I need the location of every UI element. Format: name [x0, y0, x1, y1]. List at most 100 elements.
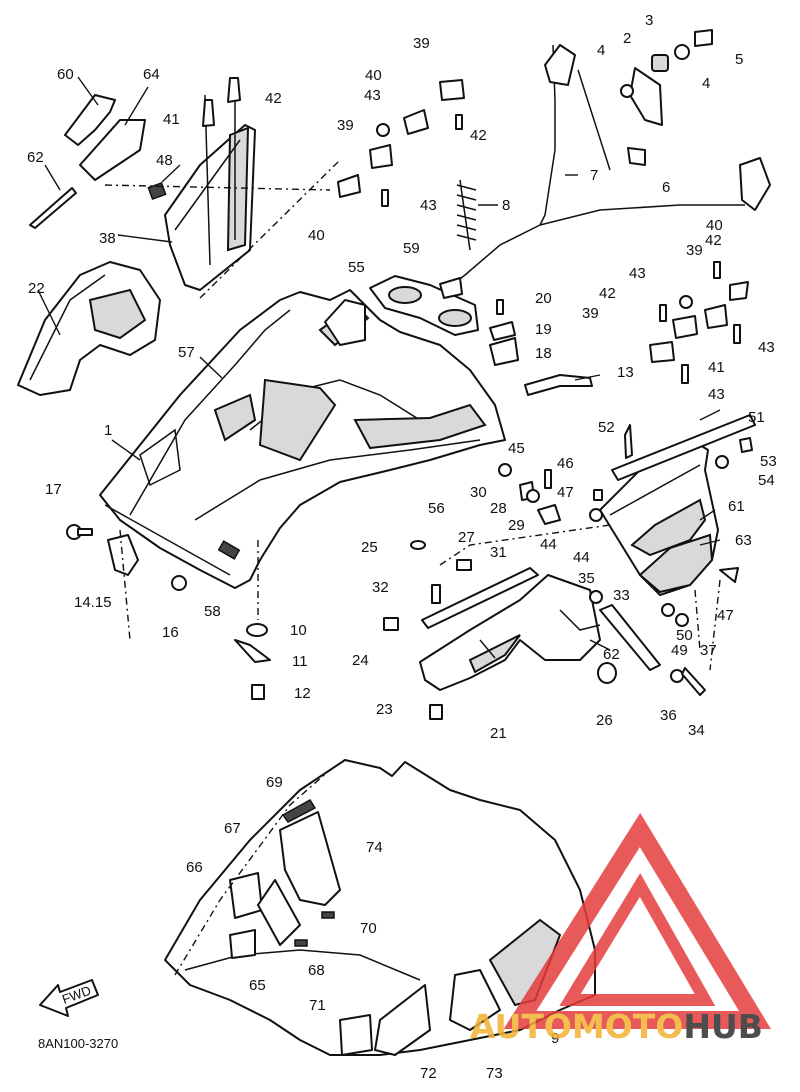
- callout: 41: [708, 359, 725, 376]
- callout: 63: [735, 532, 752, 549]
- headlight-gasket: [324, 275, 479, 346]
- callout: 19: [535, 321, 552, 338]
- clips-and-screws: [202, 77, 749, 384]
- callout: 68: [308, 962, 325, 979]
- callout: 12: [294, 685, 311, 702]
- callout: 62: [27, 149, 44, 166]
- callout: 51: [748, 409, 765, 426]
- callout: 26: [596, 712, 613, 729]
- callout: 54: [758, 472, 775, 489]
- diagram-code: 8AN100-3270: [38, 1036, 118, 1051]
- callout: 43: [420, 197, 437, 214]
- callout: 43: [708, 386, 725, 403]
- callout: 14.15: [74, 594, 112, 611]
- callout: 22: [28, 280, 45, 297]
- callout: 5: [735, 51, 743, 68]
- callout: 3: [645, 12, 653, 29]
- callout: 40: [706, 217, 723, 234]
- callout: 55: [348, 259, 365, 276]
- callout: 13: [617, 364, 634, 381]
- callout: 65: [249, 977, 266, 994]
- callout: 72: [420, 1065, 437, 1082]
- callout: 9: [551, 1030, 559, 1047]
- assembly-lines: [104, 159, 721, 976]
- callout: 40: [308, 227, 325, 244]
- left-side-panel: [17, 261, 161, 396]
- callout: 70: [360, 920, 377, 937]
- callout: 23: [376, 701, 393, 718]
- callout: 7: [590, 167, 598, 184]
- callout: 36: [660, 707, 677, 724]
- callout: 1: [104, 422, 112, 439]
- callout: 42: [705, 232, 722, 249]
- callout: 40: [365, 67, 382, 84]
- fasteners: [66, 299, 753, 720]
- callout: 58: [204, 603, 221, 620]
- front-shroud: [99, 289, 506, 589]
- callout: 43: [629, 265, 646, 282]
- leader-lines: [37, 76, 721, 659]
- callout: 44: [573, 549, 590, 566]
- callout: 49: [671, 642, 688, 659]
- callout: 39: [413, 35, 430, 52]
- callout: 4: [597, 42, 605, 59]
- callout: 31: [490, 544, 507, 561]
- callout: 11: [292, 653, 308, 670]
- callout: 71: [309, 997, 326, 1014]
- callout: 10: [290, 622, 307, 639]
- callout: 38: [99, 230, 116, 247]
- callout: 47: [557, 484, 574, 501]
- callout: 43: [758, 339, 775, 356]
- callout: 39: [337, 117, 354, 134]
- right-side-panel: [599, 414, 756, 596]
- callout: 69: [266, 774, 283, 791]
- callout: 64: [143, 66, 160, 83]
- callout: 67: [224, 820, 241, 837]
- callout: 42: [470, 127, 487, 144]
- callout: 33: [613, 587, 630, 604]
- callout: 16: [162, 624, 179, 641]
- callout: 48: [156, 152, 173, 169]
- callout: 47: [717, 607, 734, 624]
- callout: 29: [508, 517, 525, 534]
- automotohub-watermark: AUTOMOTOHUB: [470, 812, 771, 1046]
- callout: 32: [372, 579, 389, 596]
- watermark-text-part1: AUTOMOTO: [470, 1007, 683, 1046]
- callout: 28: [490, 500, 507, 517]
- callout: 27: [458, 529, 475, 546]
- callout: 35: [578, 570, 595, 587]
- cable-assembly: [439, 29, 771, 299]
- callout: 34: [688, 722, 705, 739]
- callout: 52: [598, 419, 615, 436]
- forward-arrow: FWD: [39, 979, 99, 1017]
- callout: 73: [486, 1065, 503, 1082]
- windshield-bracket: [29, 78, 256, 291]
- callout: 56: [428, 500, 445, 517]
- callout: 2: [623, 30, 631, 47]
- callout: 42: [599, 285, 616, 302]
- callout: 62: [603, 646, 620, 663]
- callout: 53: [760, 453, 777, 470]
- callout: 20: [535, 290, 552, 307]
- callout: 30: [470, 484, 487, 501]
- callout: 21: [490, 725, 507, 742]
- callout: 74: [366, 839, 383, 856]
- watermark-text-part2: HUB: [683, 1007, 763, 1046]
- callout: 8: [502, 197, 510, 214]
- side-cover: [419, 567, 661, 691]
- callout: 60: [57, 66, 74, 83]
- callout: 39: [582, 305, 599, 322]
- watermark-logo: [503, 812, 771, 1029]
- callout: 45: [508, 440, 525, 457]
- callout: 50: [676, 627, 693, 644]
- callout: 41: [163, 111, 180, 128]
- callout: 24: [352, 652, 369, 669]
- callout: 25: [361, 539, 378, 556]
- callout: 42: [265, 90, 282, 107]
- callout: 59: [403, 240, 420, 257]
- callout-numbers: 1 2 3 4 4 5 6 7 8 9 10 11 12 13 14.15 16…: [27, 12, 777, 1082]
- callout: 4: [702, 75, 710, 92]
- watermark-logo-inner: [559, 873, 716, 1006]
- callout: 66: [186, 859, 203, 876]
